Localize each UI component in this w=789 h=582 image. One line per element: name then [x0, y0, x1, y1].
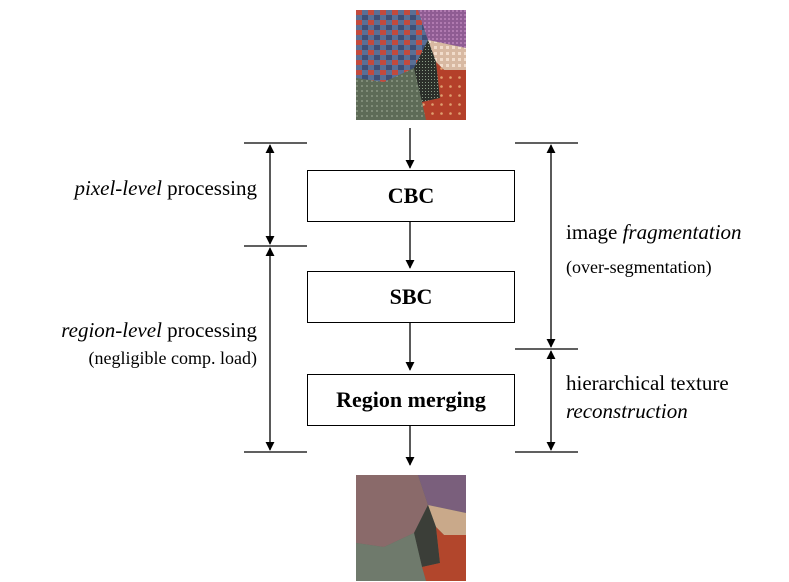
region-merging-block: Region merging [307, 374, 515, 426]
pixel-level-rest: processing [161, 176, 257, 200]
fragmentation-italic: fragmentation [622, 220, 742, 244]
cbc-block: CBC [307, 170, 515, 222]
image-fragmentation-label: image fragmentation [566, 219, 742, 245]
reconstruction-label: reconstruction [566, 398, 688, 424]
input-texture-image [356, 10, 466, 120]
pixel-level-italic: pixel-level [74, 176, 162, 200]
sbc-block: SBC [307, 271, 515, 323]
fragmentation-plain: image [566, 220, 623, 244]
over-segmentation-note: (over-segmentation) [566, 257, 712, 277]
output-segmentation-image [356, 475, 466, 581]
reconstruction-italic: reconstruction [566, 399, 688, 423]
hierarchical-texture-label: hierarchical texture [566, 371, 729, 395]
region-level-italic: region-level [61, 318, 162, 342]
pixel-level-label: pixel-level processing [0, 175, 257, 201]
region-level-note: (negligible comp. load) [88, 348, 257, 368]
region-level-label: region-level processing [0, 317, 257, 343]
region-level-rest: processing [161, 318, 257, 342]
